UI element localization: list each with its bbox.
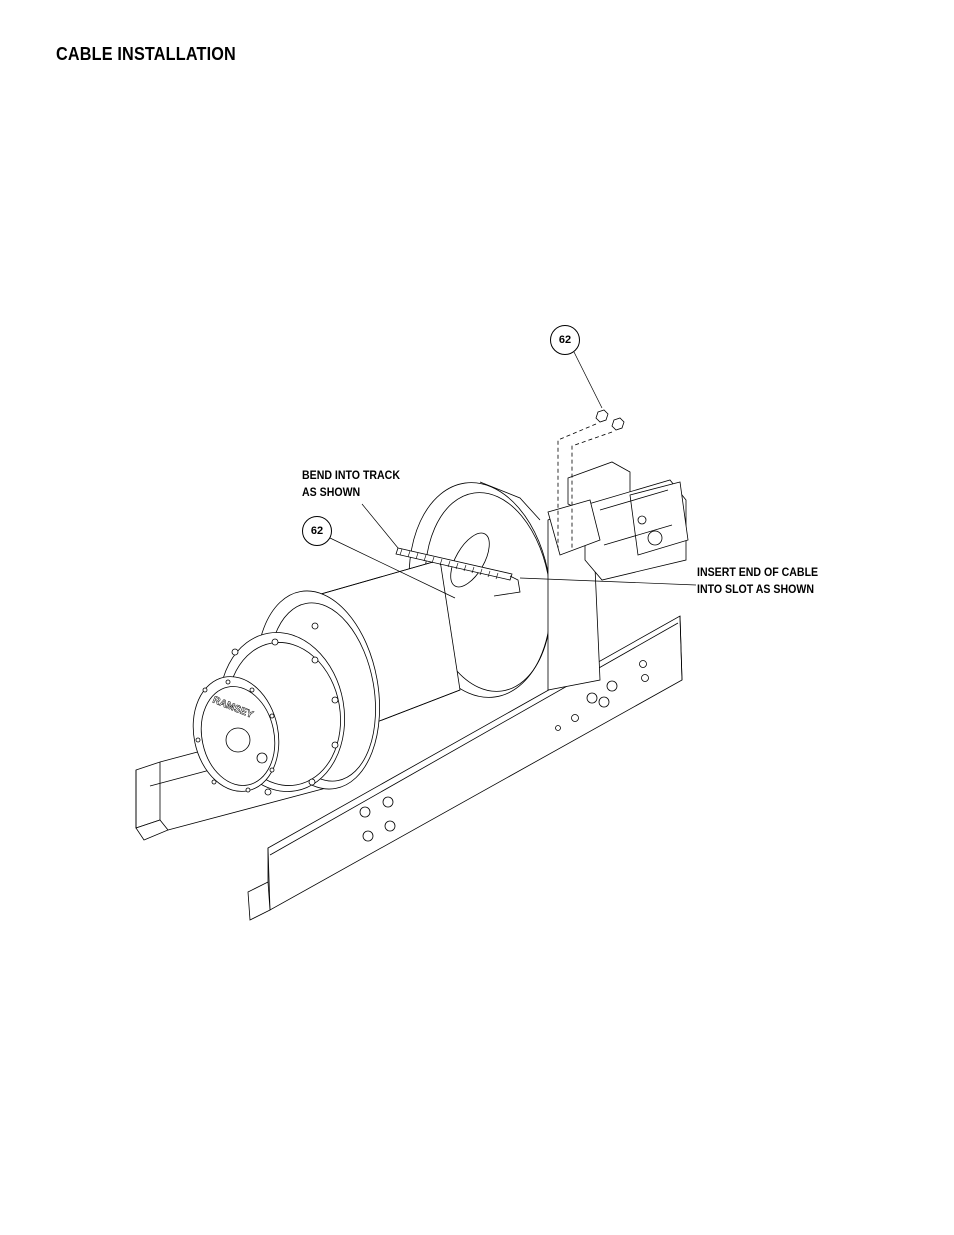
ramsey-logo: RAMSEY <box>211 696 256 721</box>
frame-bolts <box>359 660 649 842</box>
callout-balloon-62-top: 62 <box>550 325 580 355</box>
mounting-nuts <box>595 409 625 431</box>
bend-into-track-note: BEND INTO TRACK AS SHOWN <box>302 468 400 502</box>
callout-balloon-62-left: 62 <box>302 516 332 546</box>
hydraulic-motor <box>547 461 689 581</box>
bend-note-line2: AS SHOWN <box>302 487 361 499</box>
insert-note-line1: INSERT END OF CABLE <box>697 567 819 579</box>
install-path-lines <box>557 423 613 548</box>
page-title: CABLE INSTALLATION <box>56 44 236 64</box>
insert-cable-note: INSERT END OF CABLE INTO SLOT AS SHOWN <box>697 565 818 599</box>
leader-lines <box>329 351 697 599</box>
bend-note-line1: BEND INTO TRACK <box>302 470 400 482</box>
end-cap <box>192 676 280 793</box>
insert-note-line2: INTO SLOT AS SHOWN <box>697 584 814 596</box>
ramsey-logo-text: RAMSEY <box>211 696 255 721</box>
cable-track <box>395 547 521 597</box>
